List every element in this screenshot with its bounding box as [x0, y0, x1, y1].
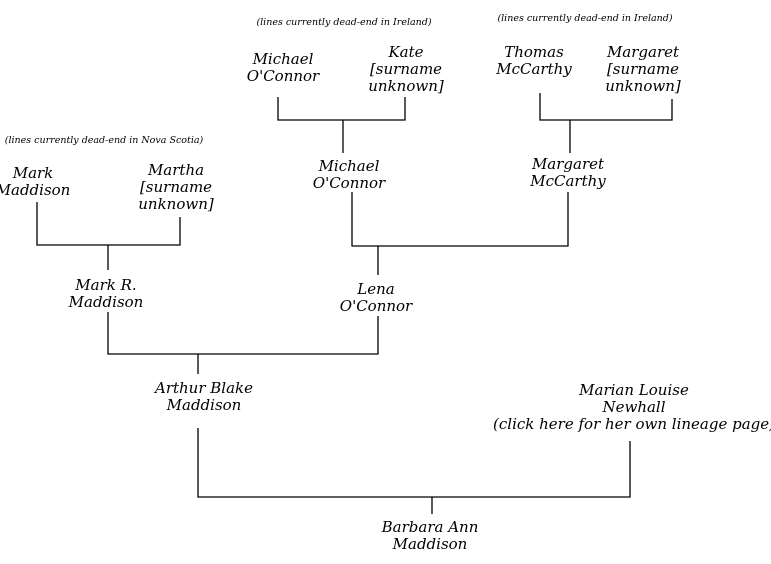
name-line: Maddison [392, 535, 468, 553]
note-nova-scotia: (lines currently dead-end in Nova Scotia… [4, 135, 204, 146]
name-line: Mark [12, 164, 54, 182]
person-mark-r-maddison: Mark R. Maddison [69, 277, 144, 311]
name-line: Michael [252, 50, 314, 68]
note-ireland-right: (lines currently dead-end in Ireland) [497, 13, 673, 24]
name-line: Mark R. [75, 276, 137, 294]
name-line: [surname [139, 178, 213, 196]
name-line: Martha [147, 161, 205, 179]
note-ireland-left: (lines currently dead-end in Ireland) [256, 17, 432, 28]
name-line: Thomas [504, 43, 564, 61]
connector-oconnor-mccarthy [351, 192, 569, 275]
name-line: [surname [369, 60, 443, 78]
connector-parents [197, 428, 631, 514]
name-line: McCarthy [530, 172, 606, 190]
name-line: O'Connor [339, 297, 413, 315]
name-line: Margaret [531, 155, 605, 173]
connector-mccarthy-grandparents [539, 93, 673, 153]
name-line: Kate [388, 43, 424, 61]
person-martha: Martha [surname unknown] [138, 162, 213, 213]
connector-maddison-grandparents [36, 202, 181, 270]
name-line: Newhall [602, 398, 666, 416]
name-line: O'Connor [246, 67, 320, 85]
connector-maddison-oconnor [107, 312, 379, 374]
person-barbara-ann-maddison: Barbara Ann Maddison [382, 519, 479, 553]
connector-oconnor-grandparents [277, 97, 406, 153]
name-line: unknown] [138, 195, 214, 213]
name-line: Marian Louise [579, 381, 689, 399]
person-thomas-mccarthy: Thomas McCarthy [496, 44, 572, 78]
name-line: Maddison [0, 181, 71, 199]
person-kate: Kate [surname unknown] [368, 44, 443, 95]
name-line: Michael [318, 157, 380, 175]
name-line: Maddison [166, 396, 242, 414]
person-lena-oconnor: Lena O'Connor [340, 281, 412, 315]
person-margaret-mccarthy: Margaret McCarthy [530, 156, 606, 190]
name-line: O'Connor [312, 174, 386, 192]
name-line: Margaret [606, 43, 680, 61]
name-line: unknown] [605, 77, 681, 95]
name-line: Maddison [68, 293, 144, 311]
person-michael-oconnor-jr: Michael O'Connor [313, 158, 385, 192]
person-mark-maddison: Mark Maddison [0, 165, 70, 199]
name-line: Barbara Ann [381, 518, 479, 536]
name-line: unknown] [368, 77, 444, 95]
person-michael-oconnor-sr: Michael O'Connor [247, 51, 319, 85]
person-arthur-blake-maddison: Arthur Blake Maddison [155, 380, 253, 414]
person-margaret-sr: Margaret [surname unknown] [605, 44, 680, 95]
person-marian-louise-newhall-link[interactable]: Marian Louise Newhall (click here for he… [493, 382, 771, 433]
lineage-page-link[interactable]: (click here for her own lineage page) [493, 415, 771, 433]
name-line: Arthur Blake [154, 379, 254, 397]
name-line: [surname [606, 60, 680, 78]
name-line: Lena [357, 280, 395, 298]
name-line: McCarthy [496, 60, 572, 78]
